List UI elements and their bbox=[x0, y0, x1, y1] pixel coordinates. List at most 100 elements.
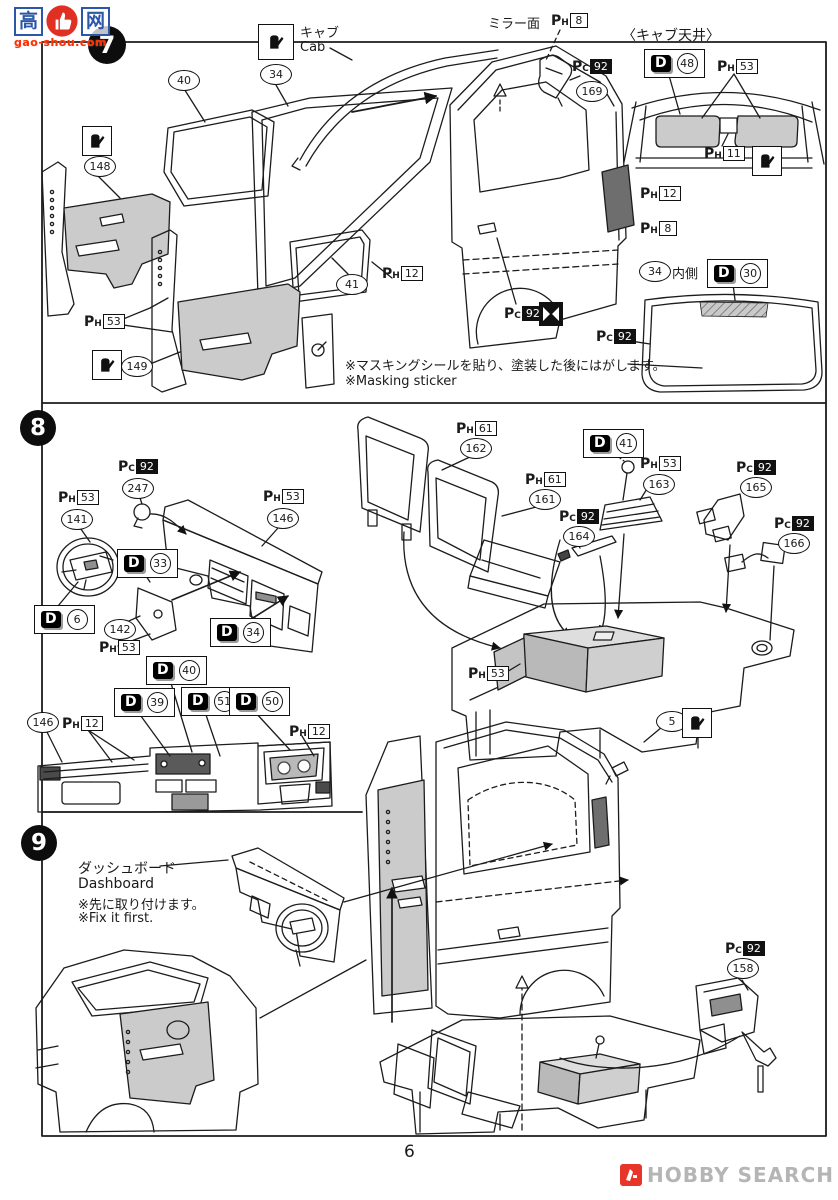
step7-side-glass-40 bbox=[163, 83, 275, 207]
masking-note-jp: ※マスキングシールを貼り、塗装した後にはがします。 bbox=[345, 359, 666, 374]
part-number-40: 40 bbox=[168, 70, 200, 91]
part-number-163: 163 bbox=[643, 474, 675, 495]
page-number: 6 bbox=[404, 1142, 415, 1162]
step7-mirror-part bbox=[538, 29, 581, 107]
fix-note-en: ※Fix it first. bbox=[78, 911, 154, 926]
step8-pedals bbox=[696, 493, 786, 641]
part-number-146: 146 bbox=[267, 508, 299, 529]
cab-with-door-trim bbox=[259, 721, 629, 1131]
brand-icon bbox=[620, 1164, 643, 1186]
watermark-logo: 高 网 gao-shou.com bbox=[14, 4, 154, 49]
paint-brush-icon bbox=[82, 126, 112, 156]
step7-windshield-front-view bbox=[496, 237, 823, 393]
step7-door-trim-panels bbox=[41, 161, 335, 393]
paint-brush-icon bbox=[92, 350, 122, 380]
part-number-165: 165 bbox=[740, 477, 772, 498]
cab-ceiling-title: 〈キャブ天井〉 bbox=[622, 28, 720, 44]
brand-watermark: HOBBY SEARCH bbox=[620, 1163, 834, 1187]
step9-number: 9 bbox=[21, 825, 57, 861]
step8-dashboard-front-view bbox=[37, 679, 333, 813]
step8-shifter-163 bbox=[599, 451, 663, 619]
watermark-subtitle: gao-shou.com bbox=[14, 36, 107, 49]
masking-seal-icon bbox=[539, 302, 563, 326]
part-number-169: 169 bbox=[576, 81, 608, 102]
step8-handbrake-164 bbox=[557, 535, 617, 635]
step8-seats bbox=[357, 416, 571, 651]
dashboard-label-en: Dashboard bbox=[78, 876, 154, 892]
part-number-166: 166 bbox=[778, 533, 810, 554]
windshield-inner-label: 内側 bbox=[672, 267, 699, 282]
step8-number: 8 bbox=[20, 410, 56, 446]
part-number-142: 142 bbox=[104, 619, 136, 640]
step8-steering-wheel bbox=[56, 521, 120, 607]
step8-ignition-part-247 bbox=[133, 497, 187, 535]
cab-label-jp: キャブ bbox=[300, 26, 340, 41]
cab-label-en: Cab bbox=[300, 40, 326, 55]
step8-floor-tray bbox=[451, 601, 795, 761]
step9-floor-assembly bbox=[379, 1015, 701, 1135]
part-number-164: 164 bbox=[563, 526, 595, 547]
part-number-247: 247 bbox=[122, 478, 154, 499]
part-number-41: 41 bbox=[336, 274, 368, 295]
dashboard-label-jp: ダッシュボード bbox=[78, 861, 176, 877]
part-number-162: 162 bbox=[460, 438, 492, 459]
paint-brush-icon bbox=[682, 708, 712, 738]
watermark-char-left: 高 bbox=[14, 6, 43, 36]
watermark-char-right: 网 bbox=[81, 6, 110, 36]
fix-note-jp: ※先に取り付けます。 bbox=[78, 898, 205, 913]
part-number-34: 34 bbox=[260, 64, 292, 85]
step8-dashboard-3q-view bbox=[162, 499, 323, 653]
step9-seatbelt-part-158 bbox=[559, 977, 777, 1093]
masking-note-en: ※Masking sticker bbox=[345, 374, 457, 389]
paint-brush-icon bbox=[258, 24, 294, 60]
part-number-148: 148 bbox=[84, 156, 116, 177]
thumbs-up-icon bbox=[45, 4, 79, 38]
part-number-141: 141 bbox=[61, 509, 93, 530]
part-number-34: 34 bbox=[639, 261, 671, 282]
mirror-face-label: ミラー面 bbox=[488, 17, 541, 32]
step9-dashboard-assembly bbox=[159, 847, 345, 967]
part-number-146: 146 bbox=[27, 712, 59, 733]
part-number-158: 158 bbox=[727, 958, 759, 979]
part-number-161: 161 bbox=[529, 489, 561, 510]
brand-name: HOBBY SEARCH bbox=[647, 1163, 834, 1187]
step7-roof-rail-part bbox=[291, 47, 499, 171]
part-number-149: 149 bbox=[121, 356, 153, 377]
step9-left-cab bbox=[35, 949, 259, 1133]
paint-brush-icon bbox=[752, 146, 782, 176]
